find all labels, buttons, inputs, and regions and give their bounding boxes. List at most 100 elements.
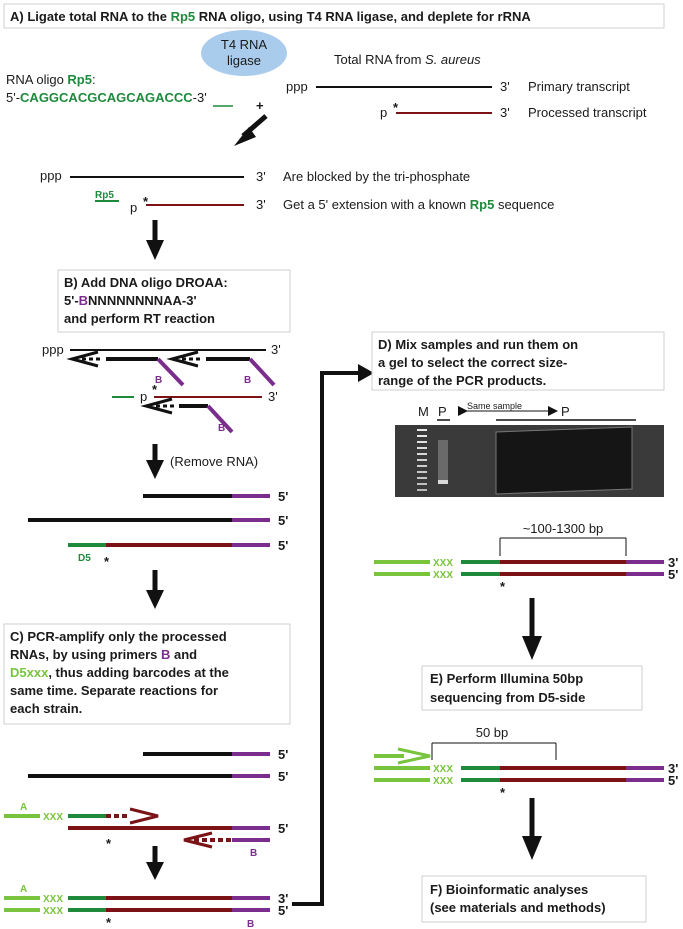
five-prime-cdna-3: 5' bbox=[278, 538, 288, 553]
panel-b-line1: B) Add DNA oligo DROAA: bbox=[64, 275, 228, 290]
three-prime-extended: 3' bbox=[256, 197, 266, 212]
b-tag-1: B bbox=[155, 375, 162, 386]
d5-tag: D5 bbox=[78, 553, 91, 564]
remove-rna-arrow-head bbox=[146, 460, 164, 479]
three-prime-blocked: 3' bbox=[256, 169, 266, 184]
rt-cdna-head-2 bbox=[166, 350, 199, 368]
five-prime-product: 5' bbox=[278, 903, 288, 918]
t4-ligase-ellipse bbox=[201, 30, 287, 76]
star-processed: * bbox=[393, 100, 399, 115]
connector-c-to-d bbox=[292, 371, 360, 906]
xxx-3: XXX bbox=[43, 906, 63, 917]
xxx-1: XXX bbox=[43, 812, 63, 823]
star-cdna: * bbox=[104, 554, 110, 569]
read-length-label: 50 bp bbox=[476, 725, 509, 740]
rt-cdna-head-3 bbox=[140, 397, 173, 415]
panel-c-box bbox=[3, 623, 291, 725]
lane-p2-label: P bbox=[561, 404, 570, 419]
gel-sample-lane bbox=[438, 440, 448, 484]
panel-a-title-box bbox=[3, 3, 665, 29]
panel-c-line3: D5xxx, thus adding barcodes at the bbox=[10, 665, 229, 680]
gel-ladder bbox=[417, 429, 427, 491]
ligase-line1: T4 RNA bbox=[221, 37, 268, 52]
five-prime-cdna-1: 5' bbox=[278, 489, 288, 504]
lane-m-label: M bbox=[418, 404, 429, 419]
processed-transcript-label: Processed transcript bbox=[528, 105, 647, 120]
panel-b-box bbox=[57, 269, 291, 333]
three-prime-processed: 3' bbox=[500, 105, 510, 120]
b-tag-2: B bbox=[244, 375, 251, 386]
primary-transcript-label: Primary transcript bbox=[528, 79, 630, 94]
xxx-e-2: XXX bbox=[433, 776, 453, 787]
xxx-2: XXX bbox=[43, 894, 63, 905]
panel-e-box bbox=[421, 665, 643, 711]
a-tag-1: A bbox=[20, 802, 27, 813]
rt-primer-tail-1 bbox=[156, 357, 185, 387]
b-tag-pcr: B bbox=[250, 848, 257, 859]
star-d: * bbox=[500, 579, 506, 594]
panel-d-box bbox=[371, 331, 665, 391]
star-extended: * bbox=[143, 194, 149, 209]
down-arrow-b-head bbox=[146, 590, 164, 609]
panel-b-line2: 5'-BNNNNNNNNAA-3' bbox=[64, 293, 197, 308]
oligo-sequence: 5'-CAGGCACGCAGCAGACCC-3' bbox=[6, 90, 207, 105]
three-prime-rt: 3' bbox=[271, 342, 281, 357]
panel-c-line2: RNAs, by using primers B and bbox=[10, 647, 197, 662]
connector-arrow-head bbox=[358, 364, 374, 382]
ppp-primary: ppp bbox=[286, 79, 308, 94]
ligase-line2: ligase bbox=[227, 53, 261, 68]
panel-c-line1: C) PCR-amplify only the processed bbox=[10, 629, 227, 644]
total-rna-label: Total RNA from S. aureus bbox=[334, 52, 481, 67]
ppp-rt: ppp bbox=[42, 342, 64, 357]
oligo-label: RNA oligo Rp5: bbox=[6, 72, 96, 87]
five-prime-d: 5' bbox=[668, 567, 678, 582]
pcr-extension-head-1 bbox=[129, 807, 159, 825]
three-prime-d: 3' bbox=[668, 555, 678, 570]
five-prime-cdna-2: 5' bbox=[278, 513, 288, 528]
p-extended: p bbox=[130, 200, 137, 215]
star-product: * bbox=[106, 915, 112, 929]
down-arrow-a-head bbox=[146, 240, 164, 260]
three-prime-product: 3' bbox=[278, 891, 288, 906]
gel-excised-region bbox=[495, 426, 633, 495]
p-processed: p bbox=[380, 105, 387, 120]
three-prime-rt-2: 3' bbox=[268, 389, 278, 404]
five-prime-pcr-1: 5' bbox=[278, 747, 288, 762]
p-rt: p bbox=[140, 389, 147, 404]
panel-c-line5: each strain. bbox=[10, 701, 82, 716]
star-e: * bbox=[500, 785, 506, 800]
rt-primer-tail-3 bbox=[206, 404, 234, 434]
b-tag-product: B bbox=[247, 919, 254, 929]
panel-f-line1: F) Bioinformatic analyses bbox=[430, 882, 588, 897]
same-sample-label: Same sample bbox=[467, 401, 522, 411]
xxx-e-1: XXX bbox=[433, 764, 453, 775]
lane-p1-label: P bbox=[438, 404, 447, 419]
panel-f-line2: (see materials and methods) bbox=[430, 900, 606, 915]
diagonal-arrow-head bbox=[234, 127, 256, 146]
down-arrow-d-head bbox=[522, 636, 542, 660]
seq-primer-head bbox=[397, 747, 431, 765]
panel-f-box bbox=[421, 875, 647, 923]
star-pcr: * bbox=[106, 836, 112, 851]
panel-d-line3: range of the PCR products. bbox=[378, 373, 546, 388]
down-arrow-c-head bbox=[146, 862, 164, 880]
star-rt: * bbox=[152, 382, 158, 397]
five-prime-pcr-2: 5' bbox=[278, 769, 288, 784]
panel-d-line2: a gel to select the correct size- bbox=[378, 355, 567, 370]
three-prime-e: 3' bbox=[668, 761, 678, 776]
xxx-d-1: XXX bbox=[433, 558, 453, 569]
size-range-label: ~100-1300 bp bbox=[523, 521, 604, 536]
plus-sign: + bbox=[256, 98, 264, 113]
rp5-tag: Rp5 bbox=[95, 190, 114, 201]
panel-a-title: A) Ligate total RNA to the Rp5 RNA oligo… bbox=[10, 9, 531, 24]
rt-primer-tail-2 bbox=[248, 357, 276, 387]
five-prime-e: 5' bbox=[668, 773, 678, 788]
panel-b-line3: and perform RT reaction bbox=[64, 311, 215, 326]
rt-cdna-head-1 bbox=[66, 350, 99, 368]
remove-rna-label: (Remove RNA) bbox=[170, 454, 258, 469]
three-prime-primary: 3' bbox=[500, 79, 510, 94]
b-tag-3: B bbox=[218, 423, 225, 434]
blocked-label: Are blocked by the tri-phosphate bbox=[283, 169, 470, 184]
panel-d-line1: D) Mix samples and run them on bbox=[378, 337, 578, 352]
